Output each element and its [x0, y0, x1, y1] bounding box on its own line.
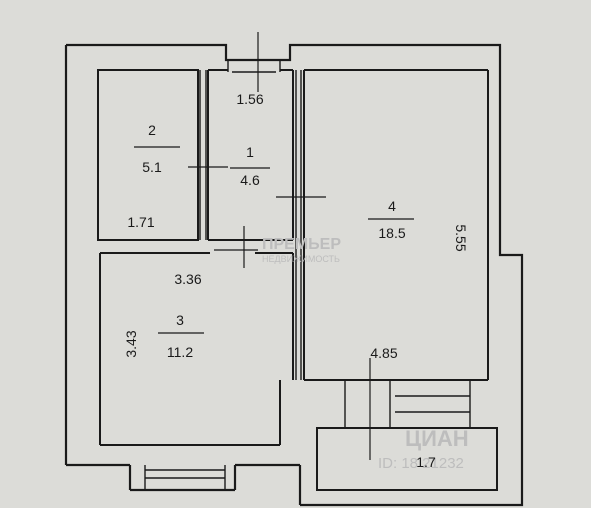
dimension-1-56: 1.56 [236, 91, 263, 107]
room-1-area: 4.6 [240, 172, 260, 188]
room-walls [97, 69, 498, 491]
watermark-corner-text: ЦИАН [405, 426, 469, 451]
watermark-brand-bottom: НЕДВИЖИМОСТЬ [262, 254, 340, 264]
dimension-3-43: 3.43 [123, 330, 139, 357]
room-3-area: 11.2 [167, 344, 193, 360]
watermark-id-text: ID: 18 21232 [378, 455, 464, 472]
room-4-number: 4 [388, 198, 396, 214]
dimension-5-55: 5.55 [453, 224, 469, 251]
room-labels: 2 5.1 1 4.6 4 18.5 3 11.2 [142, 122, 406, 360]
dimension-3-36: 3.36 [174, 271, 201, 287]
room-2-number: 2 [148, 122, 156, 138]
wall-openings [144, 60, 471, 490]
dimension-4-85: 4.85 [370, 345, 397, 361]
outer-walls [64, 43, 524, 507]
watermark: ПРЕМЬЕР НЕДВИЖИМОСТЬ ЦИАН ID: 18 21232 [262, 236, 469, 472]
dimension-1-7: 1.7 [416, 454, 436, 470]
room-3-number: 3 [176, 312, 184, 328]
room-1-number: 1 [246, 144, 254, 160]
dimension-labels: 1.56 1.71 3.36 3.43 5.55 4.85 1.7 [123, 91, 469, 470]
room-4-area: 18.5 [378, 225, 405, 241]
dimension-1-71: 1.71 [127, 214, 154, 230]
room-2-area: 5.1 [142, 159, 162, 175]
dimension-marks [134, 32, 414, 460]
watermark-brand-top: ПРЕМЬЕР [262, 236, 341, 253]
